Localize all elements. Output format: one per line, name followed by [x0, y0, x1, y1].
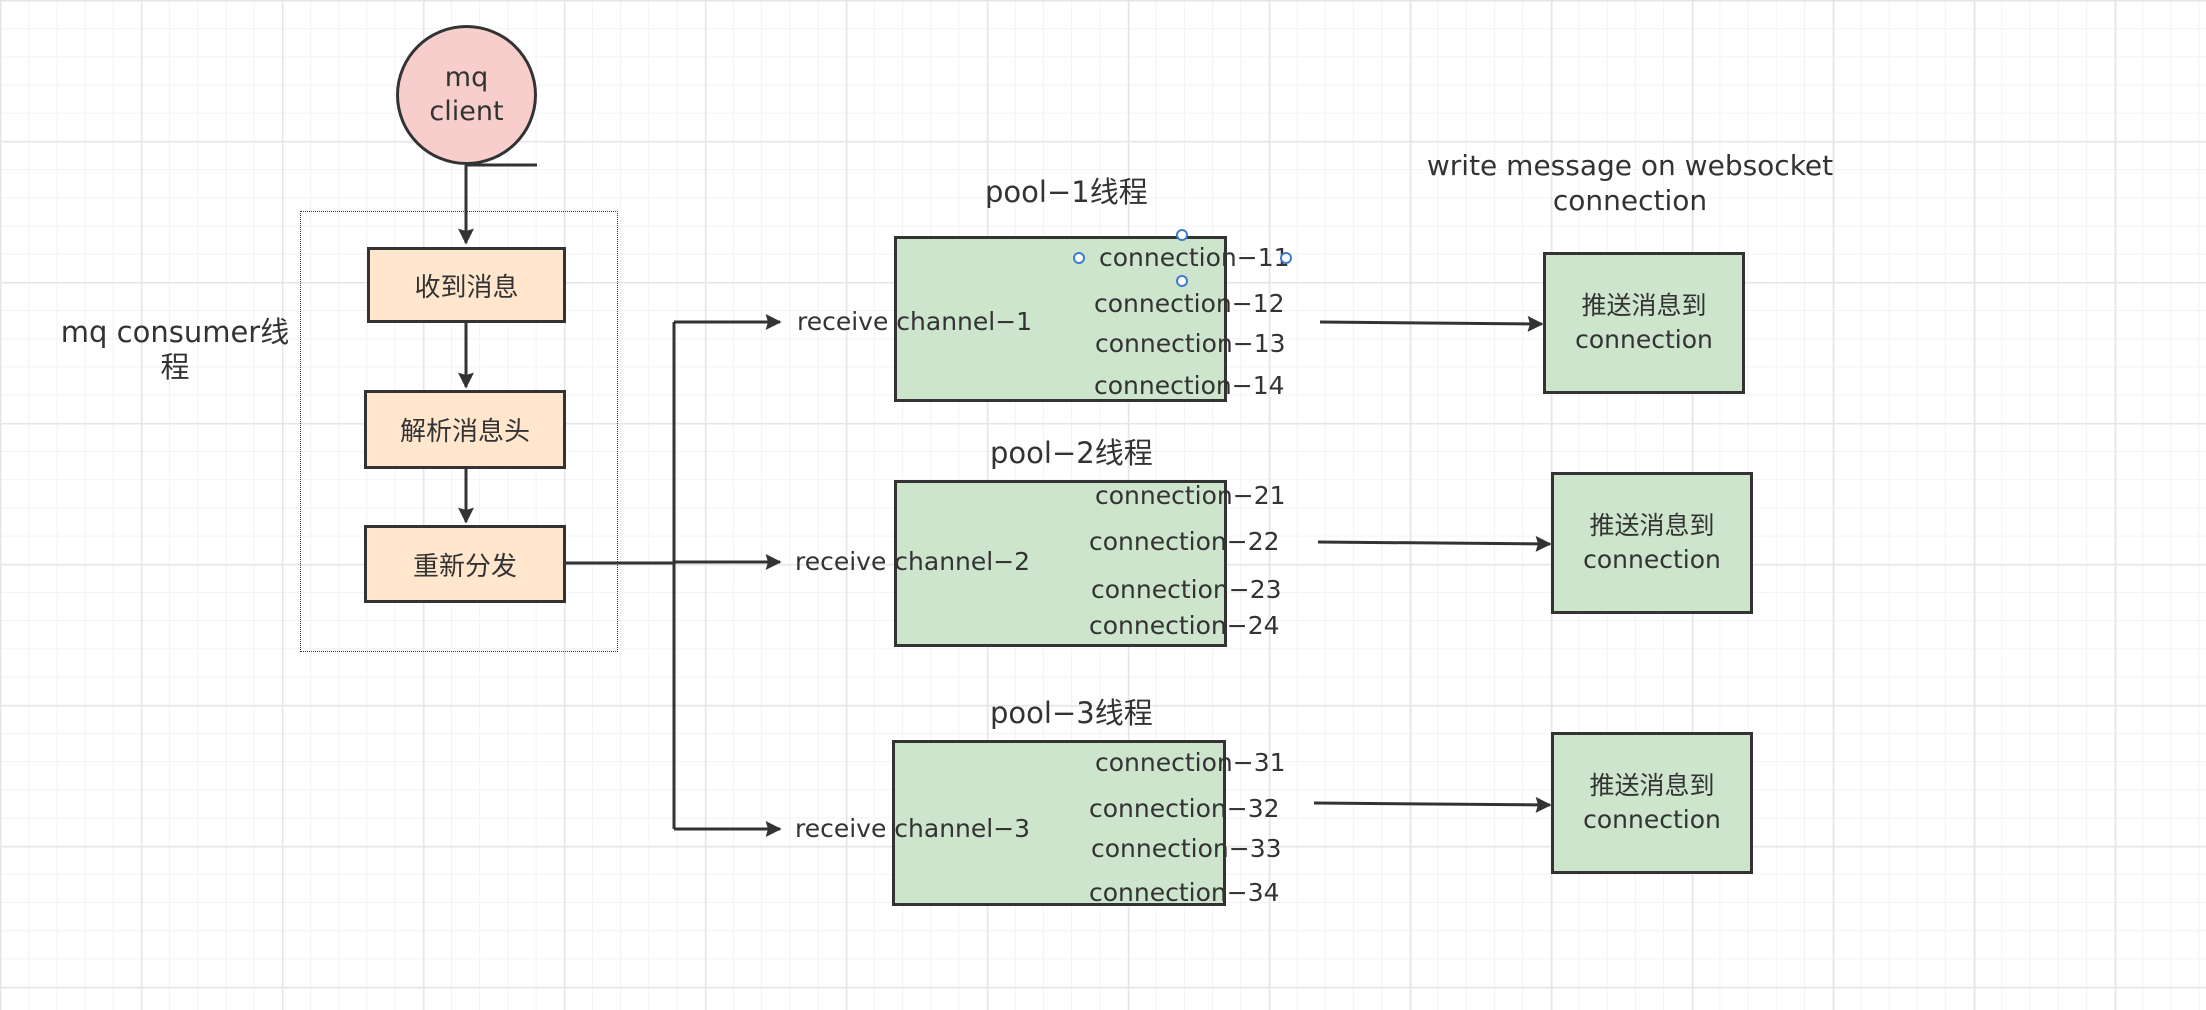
edge-pool3-to-push — [1313, 796, 1552, 813]
pool-3-channel: receive channel−3 — [795, 814, 1031, 843]
pool-1-connection-13: connection−13 — [1095, 329, 1286, 358]
pool-1-push-label: 推送消息到 connection — [1575, 291, 1713, 354]
mq-consumer-group[interactable] — [300, 211, 618, 652]
mq-client-node[interactable]: mq client — [396, 25, 537, 165]
pool-1-channel: receive channel−1 — [797, 307, 1033, 336]
selection-handle-left[interactable] — [1073, 252, 1085, 264]
pool-3-title: pool−3线程 — [990, 696, 1153, 730]
pool-2-connection-21: connection−21 — [1095, 481, 1286, 510]
step-receive-label: 收到消息 — [414, 272, 519, 303]
pool-2-connection-22: connection−22 — [1089, 527, 1280, 556]
pool-1-push-box[interactable]: 推送消息到 connection — [1543, 252, 1745, 394]
mq-consumer-label: mq consumer线 程 — [60, 315, 290, 384]
selection-handle-bottom[interactable] — [1176, 275, 1188, 287]
pool-1-connection-14: connection−14 — [1094, 371, 1285, 400]
pool-1-connection-11: connection−11 — [1099, 243, 1290, 272]
pool-2-push-box[interactable]: 推送消息到 connection — [1551, 472, 1753, 614]
mq-client-label: mq client — [429, 62, 504, 127]
step-redispatch[interactable]: 重新分发 — [364, 525, 566, 603]
pool-3-box[interactable] — [892, 740, 1226, 906]
pool-2-push-label: 推送消息到 connection — [1583, 511, 1721, 574]
pool-2-connection-24: connection−24 — [1089, 611, 1280, 640]
step-parse-label: 解析消息头 — [399, 417, 530, 447]
pool-1-connection-12: connection−12 — [1094, 289, 1285, 318]
edge-pool1-to-push — [1319, 315, 1544, 332]
edge-pool2-to-push — [1317, 535, 1552, 552]
pool-2-connection-23: connection−23 — [1091, 575, 1282, 604]
pool-1-title: pool−1线程 — [985, 175, 1148, 209]
step-receive-message[interactable]: 收到消息 — [367, 247, 566, 323]
pool-1-box[interactable] — [894, 236, 1227, 402]
pool-2-channel: receive channel−2 — [795, 547, 1031, 576]
websocket-note: write message on websocket connection — [1426, 149, 1834, 217]
pool-3-connection-32: connection−32 — [1089, 794, 1280, 823]
pool-3-connection-31: connection−31 — [1095, 748, 1286, 777]
selection-handle-top[interactable] — [1176, 229, 1188, 241]
pool-3-push-label: 推送消息到 connection — [1583, 771, 1721, 834]
step-parse-header[interactable]: 解析消息头 — [364, 390, 566, 469]
step-redispatch-label: 重新分发 — [412, 551, 517, 582]
pool-2-title: pool−2线程 — [990, 436, 1153, 470]
selection-handle-right[interactable] — [1280, 252, 1292, 264]
pool-3-connection-33: connection−33 — [1091, 834, 1282, 863]
pool-3-connection-34: connection−34 — [1089, 878, 1280, 907]
pool-3-push-box[interactable]: 推送消息到 connection — [1551, 732, 1753, 874]
pool-2-box[interactable] — [894, 480, 1227, 647]
